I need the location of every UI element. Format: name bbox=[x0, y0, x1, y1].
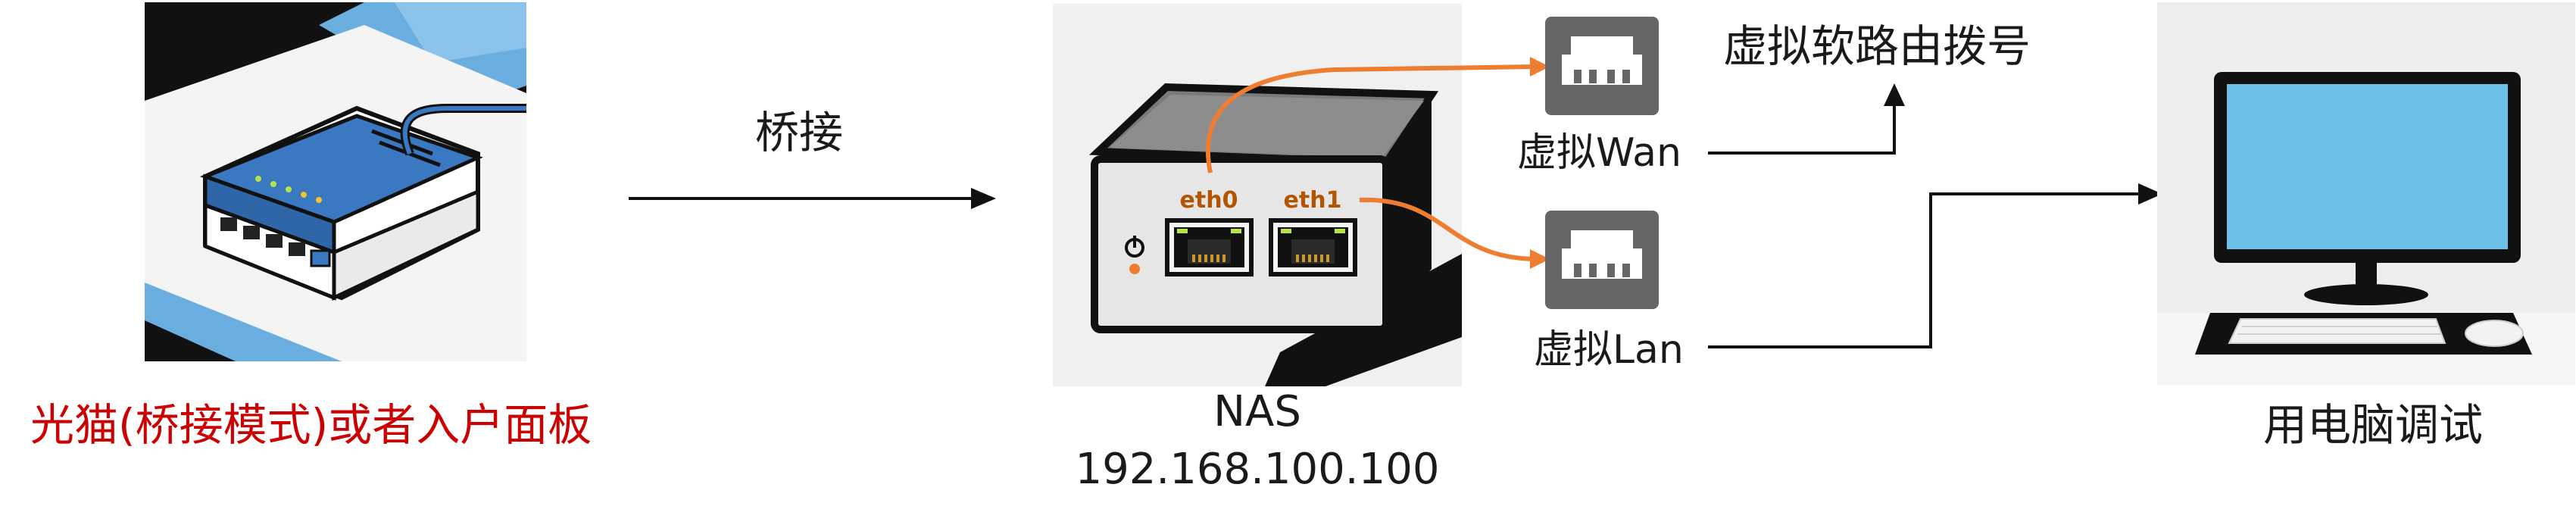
virtual-wan-label: 虚拟Wan bbox=[1517, 130, 1681, 176]
lan-to-computer-arrow bbox=[1708, 182, 2162, 356]
eth0-port bbox=[1165, 218, 1254, 276]
computer-illustration bbox=[2157, 2, 2575, 385]
modem-illustration bbox=[145, 2, 526, 361]
nas-to-nic-connectors bbox=[1197, 45, 1560, 288]
virtual-wan-nic-icon bbox=[1545, 17, 1659, 115]
bridge-label: 桥接 bbox=[754, 107, 844, 158]
virtual-lan-label: 虚拟Lan bbox=[1534, 327, 1684, 373]
wan-to-dialup-arrow bbox=[1708, 83, 1905, 159]
dialup-label: 虚拟软路由拨号 bbox=[1723, 20, 2031, 72]
computer-label: 用电脑调试 bbox=[2262, 399, 2484, 451]
virtual-lan-nic-icon bbox=[1545, 211, 1659, 309]
bridge-arrow bbox=[629, 183, 996, 214]
nas-name: NAS bbox=[1213, 387, 1301, 436]
nas-ip: 192.168.100.100 bbox=[1075, 445, 1440, 494]
modem-label: 光猫(桥接模式)或者入户面板 bbox=[30, 399, 592, 451]
eth1-label: eth1 bbox=[1283, 187, 1342, 214]
eth0-label: eth0 bbox=[1179, 187, 1238, 214]
eth1-port bbox=[1269, 218, 1357, 276]
